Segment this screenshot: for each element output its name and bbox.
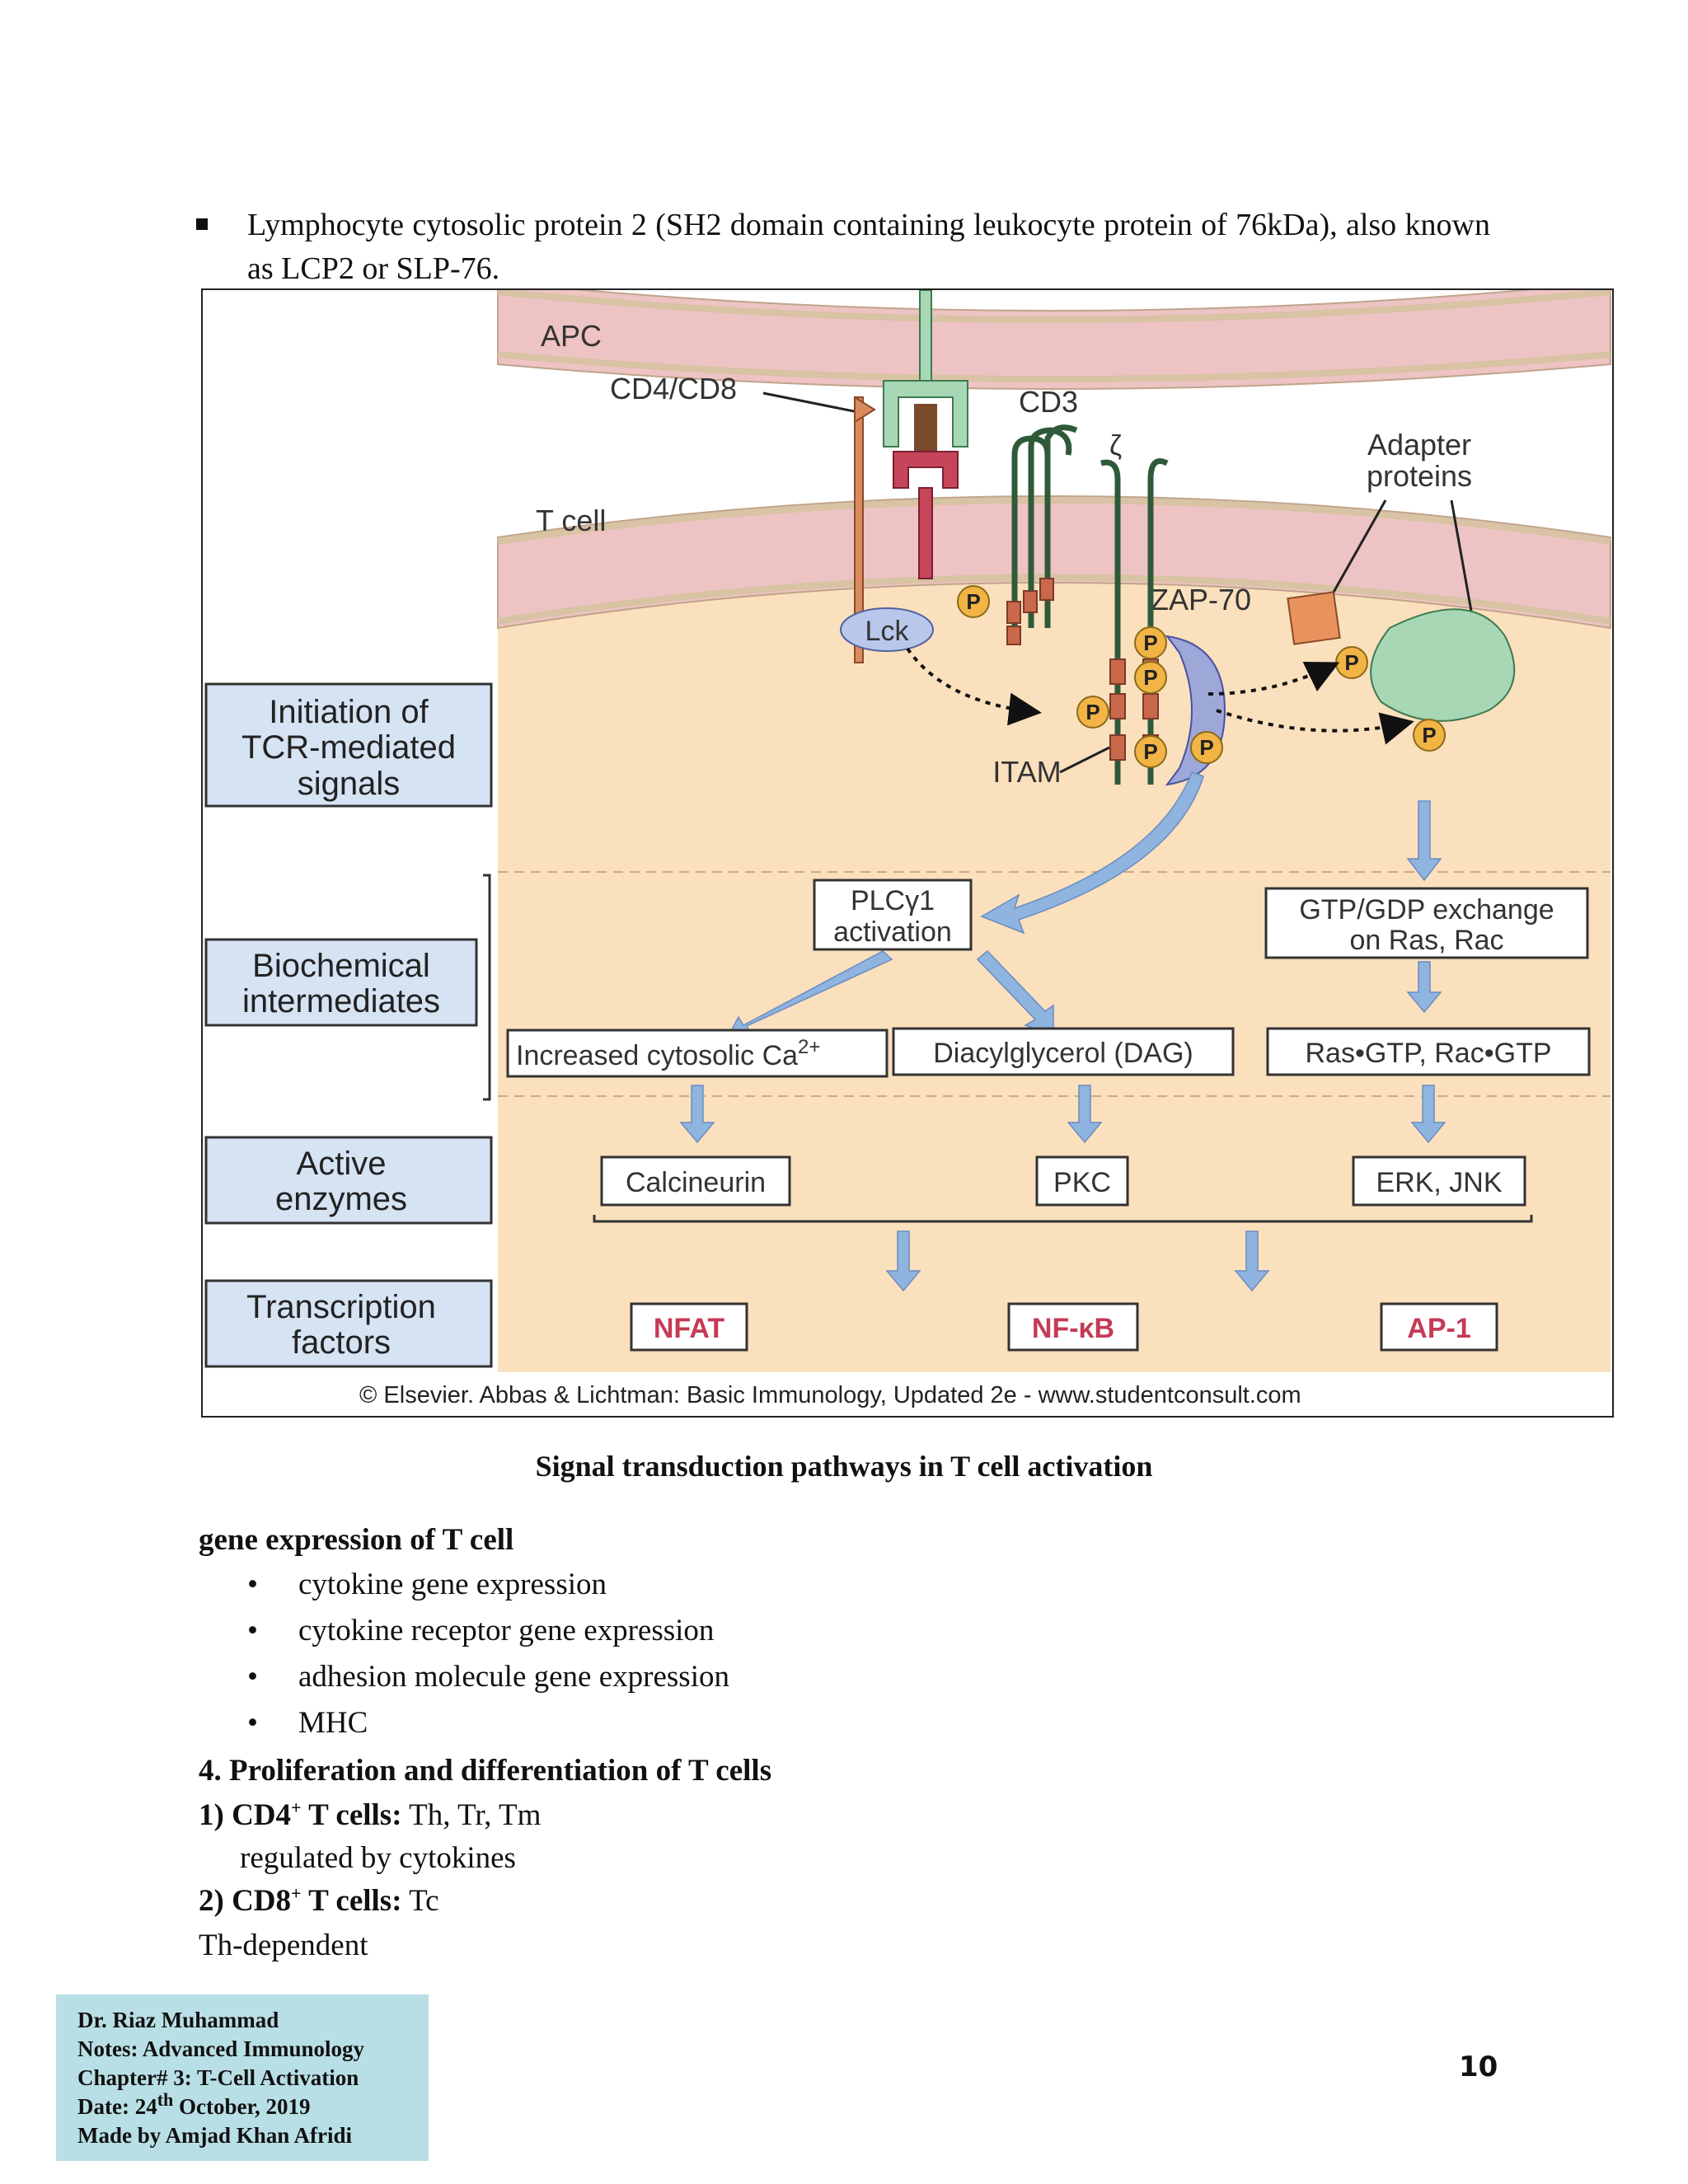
svg-text:Increased cytosolic Ca2+: Increased cytosolic Ca2+ bbox=[516, 1036, 820, 1071]
svg-text:P: P bbox=[1344, 650, 1358, 675]
svg-text:NF-κB: NF-κB bbox=[1032, 1313, 1114, 1344]
ap1-box: AP-1 bbox=[1380, 1302, 1498, 1352]
svg-text:Calcineurin: Calcineurin bbox=[626, 1167, 766, 1198]
footer-date: Date: 24th October, 2019 bbox=[77, 2089, 311, 2120]
cd3-label: CD3 bbox=[1019, 385, 1078, 419]
figure-caption: Signal transduction pathways in T cell a… bbox=[535, 1450, 1153, 1483]
list-item: cytokine gene expression bbox=[247, 1563, 607, 1607]
svg-text:Diacylglycerol (DAG): Diacylglycerol (DAG) bbox=[933, 1038, 1193, 1069]
calcium-box: Increased cytosolic Ca2+ bbox=[506, 1029, 889, 1078]
svg-text:TCR-mediated: TCR-mediated bbox=[241, 729, 456, 766]
pkc-box: PKC bbox=[1035, 1155, 1129, 1207]
gtp-gdp-exchange-box: GTP/GDP exchange on Ras, Rac bbox=[1264, 887, 1589, 959]
gene-expression-list: cytokine gene expression cytokine recept… bbox=[247, 1563, 989, 1747]
plc-activation-box: PLCγ1 activation bbox=[813, 879, 973, 951]
svg-text:PLCγ1: PLCγ1 bbox=[851, 885, 935, 916]
zap70-adapter-arrow-1 bbox=[1207, 661, 1340, 696]
list-item: adhesion molecule gene expression bbox=[247, 1655, 729, 1699]
svg-text:Transcription: Transcription bbox=[246, 1289, 436, 1325]
top-bullet: Lymphocyte cytosolic protein 2 (SH2 doma… bbox=[196, 204, 1490, 291]
footer-notes: Notes: Advanced Immunology bbox=[77, 2036, 365, 2061]
calcineurin-box: Calcineurin bbox=[600, 1155, 791, 1207]
svg-text:PKC: PKC bbox=[1053, 1167, 1111, 1198]
cd4-cd8-label: CD4/CD8 bbox=[610, 372, 737, 405]
svg-text:activation: activation bbox=[833, 916, 952, 948]
svg-text:AP-1: AP-1 bbox=[1407, 1313, 1470, 1344]
top-bullet-text: Lymphocyte cytosolic protein 2 (SH2 doma… bbox=[247, 208, 1490, 286]
footer-made-by: Made by Amjad Khan Afridi bbox=[77, 2123, 353, 2148]
th-dependent: Th-dependent bbox=[199, 1929, 368, 1962]
list-item: MHC bbox=[247, 1701, 368, 1746]
zap70-label: ZAP-70 bbox=[1151, 583, 1251, 616]
svg-text:ERK, JNK: ERK, JNK bbox=[1376, 1167, 1502, 1198]
side-label-initiation: Initiation of TCR-mediated signals bbox=[204, 682, 493, 808]
svg-text:Initiation of: Initiation of bbox=[269, 694, 429, 730]
apc-membrane bbox=[497, 280, 1611, 390]
zeta-label: ζ bbox=[1109, 430, 1122, 462]
cd3-chains bbox=[1011, 424, 1169, 785]
svg-text:enzymes: enzymes bbox=[275, 1181, 407, 1217]
svg-text:Active: Active bbox=[297, 1146, 387, 1182]
svg-text:GTP/GDP exchange: GTP/GDP exchange bbox=[1299, 894, 1554, 926]
adapter-protein-oval bbox=[1370, 608, 1516, 722]
square-bullet-icon bbox=[196, 218, 208, 230]
svg-text:P: P bbox=[1199, 735, 1213, 760]
svg-text:P: P bbox=[966, 589, 980, 614]
gene-expression-heading: gene expression of T cell bbox=[199, 1523, 514, 1557]
svg-text:on Ras, Rac: on Ras, Rac bbox=[1349, 925, 1503, 956]
svg-text:Biochemical: Biochemical bbox=[252, 948, 430, 984]
svg-text:factors: factors bbox=[292, 1324, 391, 1361]
tcell-label: T cell bbox=[536, 504, 606, 537]
erk-jnk-box: ERK, JNK bbox=[1352, 1155, 1526, 1207]
lck-kinase: Lck bbox=[840, 607, 934, 652]
svg-text:P: P bbox=[1143, 665, 1157, 690]
svg-text:Lck: Lck bbox=[865, 616, 910, 647]
itam-label: ITAM bbox=[992, 755, 1061, 789]
svg-text:P: P bbox=[1085, 700, 1100, 724]
svg-text:P: P bbox=[1422, 723, 1436, 748]
footer-author: Dr. Riaz Muhammad bbox=[77, 2008, 279, 2032]
nfkb-box: NF-κB bbox=[1007, 1302, 1139, 1352]
lck-phosphorylation-arrow bbox=[906, 647, 1042, 726]
svg-text:intermediates: intermediates bbox=[242, 983, 440, 1019]
side-label-biochemical: Biochemical intermediates bbox=[204, 938, 478, 1027]
side-label-active: Active enzymes bbox=[204, 1136, 493, 1225]
adapter-protein-square bbox=[1287, 591, 1341, 645]
figure-copyright: © Elsevier. Abbas & Lichtman: Basic Immu… bbox=[359, 1382, 1301, 1408]
list-item: cytokine receptor gene expression bbox=[247, 1609, 714, 1653]
cd8-line: 2) CD8+ T cells: Tc bbox=[199, 1882, 439, 1918]
pathway-arrows bbox=[679, 771, 1447, 1292]
nfat-box: NFAT bbox=[630, 1302, 748, 1352]
cd4-note: regulated by cytokines bbox=[240, 1841, 516, 1875]
phosphate-groups: P P P P P P P P bbox=[957, 585, 1446, 768]
dag-box: Diacylglycerol (DAG) bbox=[892, 1027, 1235, 1076]
apc-label: APC bbox=[541, 319, 602, 353]
cd4-line: 1) CD4+ T cells: Th, Tr, Tm bbox=[199, 1797, 542, 1832]
mhc-tcr-complex bbox=[883, 289, 968, 579]
zap70-adapter-arrow-2 bbox=[1216, 709, 1414, 745]
signal-transduction-figure: Initiation of TCR-mediated signals Bioch… bbox=[201, 280, 1614, 1418]
svg-text:P: P bbox=[1143, 739, 1157, 764]
page-number: 10 bbox=[1459, 2050, 1498, 2083]
footer-chapter: Chapter# 3: T-Cell Activation bbox=[77, 2065, 359, 2090]
side-label-transcription: Transcription factors bbox=[204, 1279, 493, 1368]
adapter-label-2: proteins bbox=[1367, 459, 1472, 493]
svg-text:Ras•GTP, Rac•GTP: Ras•GTP, Rac•GTP bbox=[1305, 1038, 1551, 1069]
ras-gtp-box: Ras•GTP, Rac•GTP bbox=[1266, 1027, 1591, 1076]
section4-heading: 4. Proliferation and differentiation of … bbox=[199, 1754, 772, 1788]
tcell-membrane bbox=[497, 495, 1611, 630]
svg-text:P: P bbox=[1143, 630, 1157, 655]
adapter-label-1: Adapter bbox=[1367, 428, 1471, 462]
svg-text:signals: signals bbox=[298, 766, 401, 802]
footer-info-box: Dr. Riaz Muhammad Notes: Advanced Immuno… bbox=[56, 1994, 429, 2161]
svg-text:NFAT: NFAT bbox=[654, 1313, 724, 1344]
cd4-cd8-coreceptor bbox=[854, 396, 876, 663]
